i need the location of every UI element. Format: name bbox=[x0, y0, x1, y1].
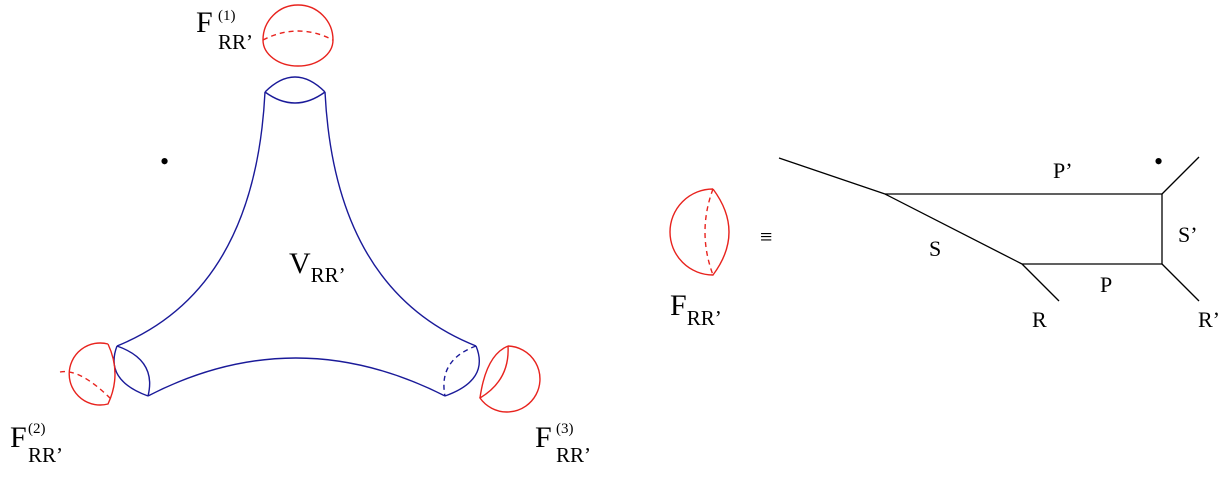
label-s: S bbox=[929, 236, 941, 261]
cap-standalone-label: FRR’ bbox=[670, 289, 722, 330]
vertex-surface bbox=[113, 76, 481, 397]
vertex-right-hole-front bbox=[443, 345, 477, 397]
cap-3 bbox=[478, 345, 541, 413]
cap-standalone bbox=[669, 188, 730, 276]
cap-2-label: F(2)RR’ bbox=[10, 421, 63, 467]
edge-outer-left bbox=[778, 157, 886, 195]
cap-1-label: F(1)RR’ bbox=[196, 6, 253, 54]
dot-right: • bbox=[1154, 147, 1163, 176]
edge-r bbox=[1021, 263, 1060, 302]
cap-3-label: F(3)RR’ bbox=[535, 421, 591, 467]
vertex-right-arc bbox=[324, 91, 477, 347]
label-s-prime: S’ bbox=[1178, 222, 1198, 247]
dot-left: • bbox=[160, 147, 169, 176]
vertex-top-hole-back bbox=[264, 76, 326, 93]
vertex-bottom-arc bbox=[147, 357, 446, 397]
vertex-left-hole-back bbox=[113, 345, 149, 397]
vertex-right-hole-back bbox=[444, 345, 481, 397]
equivalence-symbol: ≡ bbox=[760, 224, 772, 249]
label-p: P bbox=[1100, 272, 1112, 297]
cap-standalone-outer bbox=[669, 188, 730, 276]
edge-outer-right bbox=[1161, 156, 1200, 195]
label-r-prime: R’ bbox=[1198, 307, 1220, 332]
cap-1-rim bbox=[262, 30, 334, 41]
vertex-left-hole-front bbox=[116, 345, 151, 397]
cap-2-inner bbox=[59, 370, 113, 401]
cap-3-inner bbox=[479, 345, 509, 399]
vertex-label: VRR’ bbox=[289, 247, 346, 287]
edge-r-prime bbox=[1161, 263, 1200, 302]
cap-1 bbox=[262, 4, 334, 67]
cap-graph bbox=[778, 156, 1200, 302]
cap-2 bbox=[59, 342, 116, 406]
vertex-top-hole-front bbox=[264, 91, 326, 104]
cap-3-outer bbox=[478, 345, 541, 413]
cap-2-outer bbox=[68, 342, 116, 406]
vertex-left-arc bbox=[116, 91, 266, 347]
cap-standalone-inner bbox=[704, 188, 714, 276]
edge-s bbox=[884, 193, 1023, 265]
label-r: R bbox=[1032, 307, 1047, 332]
label-p-prime: P’ bbox=[1053, 158, 1073, 183]
